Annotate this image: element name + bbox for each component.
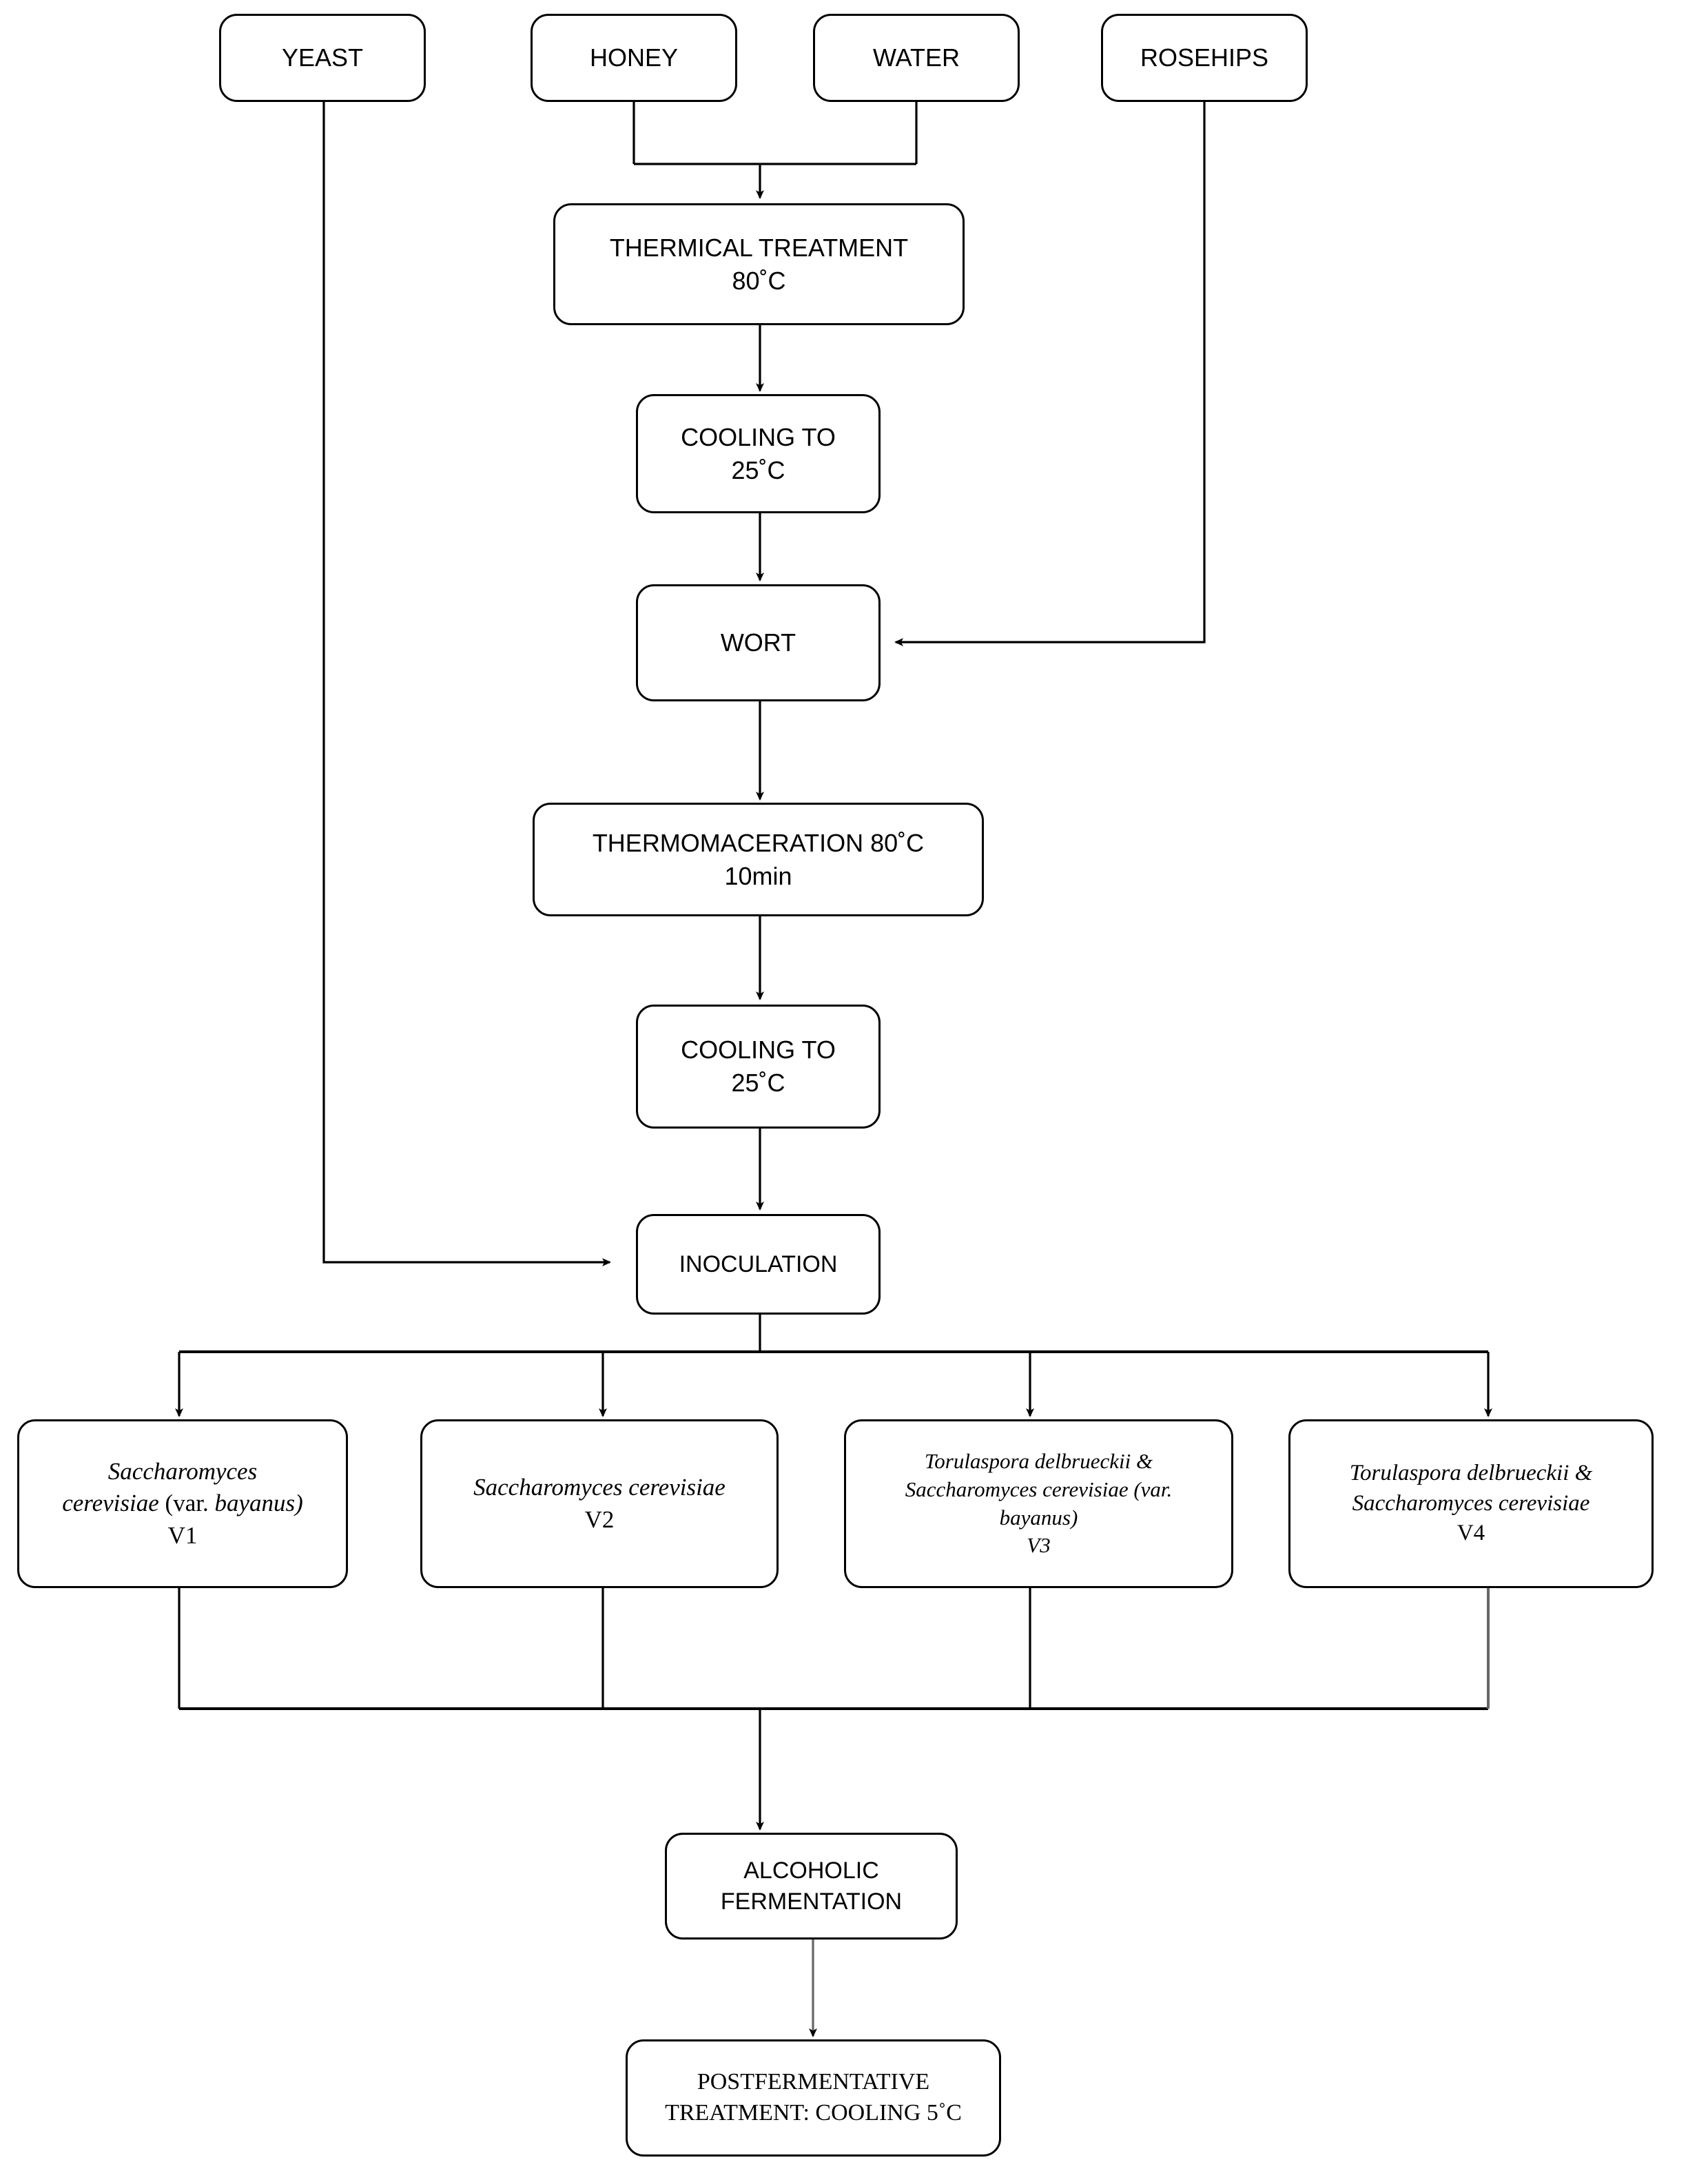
node-postfermentative-treatment[interactable]: POSTFERMENTATIVE TREATMENT: COOLING 5˚C (626, 2039, 1001, 2157)
node-cooling1-line2: 25˚C (731, 455, 785, 484)
node-v3-species-line1: Torulaspora delbrueckii & (924, 1448, 1153, 1473)
node-inoculation[interactable]: INOCULATION (636, 1214, 881, 1315)
node-honey[interactable]: HONEY (531, 14, 737, 102)
node-v4-species-line2: Saccharomyces cerevisiae (1352, 1490, 1590, 1516)
node-strain-v3[interactable]: Torulaspora delbrueckii & Saccharomyces … (844, 1419, 1233, 1588)
node-v1-species-line1: Saccharomyces (107, 1458, 258, 1485)
node-water-label: WATER (873, 43, 960, 72)
node-thermomaceration[interactable]: THERMOMACERATION 80˚C 10min (533, 803, 984, 916)
node-postferment-line2: TREATMENT: COOLING 5˚C (665, 2100, 962, 2126)
node-honey-label: HONEY (589, 43, 679, 72)
node-water[interactable]: WATER (813, 14, 1020, 102)
node-alcoholic-line1: ALCOHOLIC (743, 1857, 879, 1884)
node-strain-v2[interactable]: Saccharomyces cerevisiae V2 (420, 1419, 779, 1588)
node-yeast[interactable]: YEAST (219, 14, 426, 102)
node-cooling-2[interactable]: COOLING TO 25˚C (636, 1005, 881, 1129)
node-thermomaceration-line2: 10min (724, 861, 792, 890)
node-cooling2-line2: 25˚C (731, 1069, 785, 1097)
node-thermomaceration-line1: THERMOMACERATION 80˚C (592, 828, 925, 857)
node-postferment-line1: POSTFERMENTATIVE (697, 2069, 930, 2095)
node-cooling1-line1: COOLING TO (681, 422, 836, 451)
node-v2-species-line1: Saccharomyces cerevisiae (473, 1474, 726, 1501)
node-cooling2-line1: COOLING TO (681, 1036, 836, 1064)
node-v4-species-line1: Torulaspora delbrueckii & (1349, 1461, 1593, 1486)
node-yeast-label: YEAST (281, 43, 364, 72)
node-v3-code: V3 (1027, 1533, 1051, 1558)
node-cooling-1[interactable]: COOLING TO 25˚C (636, 394, 881, 513)
node-thermical-treatment[interactable]: THERMICAL TREATMENT 80˚C (553, 203, 965, 325)
node-strain-v4[interactable]: Torulaspora delbrueckii & Saccharomyces … (1288, 1419, 1654, 1588)
edge-rosehips-wort (894, 102, 1206, 646)
node-alcoholic-line2: FERMENTATION (720, 1888, 903, 1915)
node-v1-species-line2c: bayanus) (214, 1490, 303, 1517)
node-v1-code: V1 (167, 1521, 198, 1549)
node-rosehips-label: ROSEHIPS (1140, 43, 1269, 72)
node-wort-label: WORT (720, 628, 796, 657)
node-strain-v1[interactable]: Saccharomyces cerevisiae (var. bayanus) … (17, 1419, 348, 1588)
node-v4-code: V4 (1457, 1521, 1485, 1546)
node-v1-species-line2b: (var. (165, 1490, 215, 1517)
node-thermical-line2: 80˚C (732, 266, 786, 295)
node-thermical-line1: THERMICAL TREATMENT (609, 233, 909, 262)
node-v2-code: V2 (584, 1505, 615, 1533)
node-v3-species-line3: bayanus) (999, 1505, 1078, 1530)
node-inoculation-label: INOCULATION (679, 1251, 838, 1277)
node-wort[interactable]: WORT (636, 584, 881, 701)
node-alcoholic-fermentation[interactable]: ALCOHOLIC FERMENTATION (665, 1833, 958, 1940)
node-v1-species-line2a: cerevisiae (62, 1490, 165, 1517)
node-v3-species-line2: Saccharomyces cerevisiae (var. (905, 1477, 1173, 1501)
node-rosehips[interactable]: ROSEHIPS (1101, 14, 1308, 102)
